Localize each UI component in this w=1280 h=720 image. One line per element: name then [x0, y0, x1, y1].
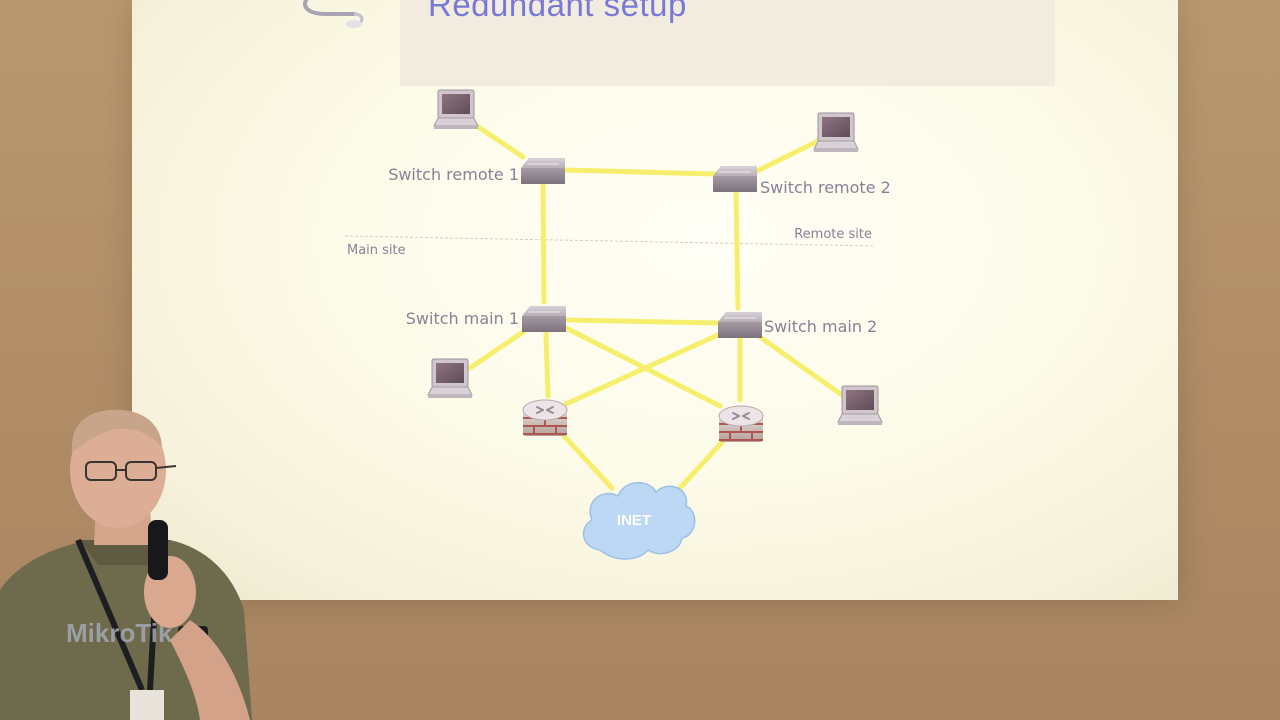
slide-title: Redundant setup: [428, 0, 687, 23]
shirt-logo-text: MikroTik: [66, 618, 173, 648]
link-main2-fw1: [563, 331, 723, 407]
link-fw1-inet: [561, 433, 615, 491]
switch-remote-2-label: Switch remote 2: [760, 178, 891, 197]
link-remote1-main1: [540, 182, 547, 305]
switch-main-1-label: Switch main 1: [406, 309, 519, 328]
link-remote1-remote2: [562, 167, 718, 177]
cable-logo-icon: [303, 0, 364, 28]
site-divider: [344, 235, 876, 247]
link-main1-laptop: [467, 329, 526, 371]
network-links: [467, 121, 845, 491]
link-laptop-remote2: [752, 137, 823, 175]
internet-label: INET: [617, 512, 651, 529]
slide-title-bar: [400, 0, 1055, 86]
switch-remote-1-label: Switch remote 1: [388, 165, 519, 184]
link-fw2-inet: [677, 437, 727, 491]
link-remote2-main2: [733, 190, 741, 311]
remote-site-label: Remote site: [794, 227, 872, 242]
internet-cloud-icon: [582, 482, 696, 560]
link-main1-fw1: [543, 331, 551, 399]
main-site-label: Main site: [347, 243, 406, 258]
link-main1-main2: [564, 317, 721, 326]
link-laptop-remote1: [471, 121, 526, 160]
switch-main-2-label: Switch main 2: [764, 317, 877, 336]
link-main2-laptop: [757, 334, 845, 398]
